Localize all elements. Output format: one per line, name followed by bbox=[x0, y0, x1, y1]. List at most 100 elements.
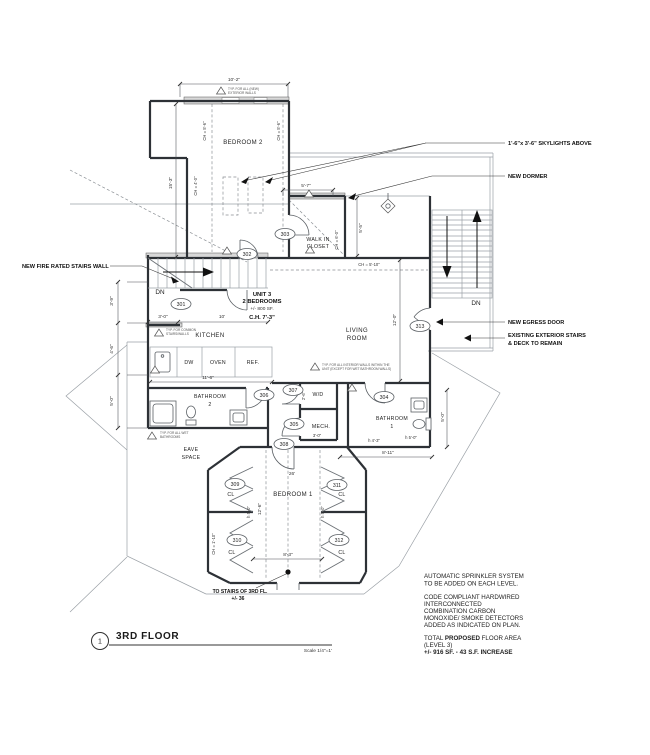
unit-info-block: UNIT 3 2 BEDROOMS +/- 800 SF. C.H. 7'-3" bbox=[243, 292, 282, 321]
svg-text:1'-6"x 3'-6" SKYLIGHTS ABOVE: 1'-6"x 3'-6" SKYLIGHTS ABOVE bbox=[508, 141, 592, 147]
room-tag-311: 311 bbox=[326, 479, 348, 491]
svg-text:+/- 36: +/- 36 bbox=[232, 596, 245, 602]
dim-ch-1-10: CH = 1'-10" bbox=[211, 533, 216, 555]
wall-type-triangle-icon bbox=[346, 383, 358, 392]
room-label-living-2: ROOM bbox=[347, 336, 367, 342]
room-tag-304: 304 bbox=[373, 391, 395, 403]
dim-8-3: 8'-3" bbox=[283, 552, 293, 558]
annotation-fire-rated-wall: NEW FIRE RATED STAIRS WALL bbox=[22, 264, 179, 284]
dim-mech-3-0: 3'-0" bbox=[313, 433, 322, 438]
svg-text:305: 305 bbox=[290, 422, 299, 428]
note-detector-4: MONOXIDE/ SMOKE DETECTORS bbox=[424, 615, 523, 622]
room-tags: 301 302 303 304 305 306 307 308 309 310 … bbox=[170, 228, 431, 546]
dim-10: 10' bbox=[219, 314, 225, 320]
drawing-number-bubble bbox=[91, 632, 109, 650]
annotation-existing-stairs: EXISTING EXTERIOR STAIRS & DECK TO REMAI… bbox=[464, 333, 586, 347]
room-tag-301: 301 bbox=[170, 298, 192, 310]
note-area-3: +/- 916 SF. - 43 S.F. INCREASE bbox=[424, 649, 513, 656]
drawing-scale: Scale 1/4"=1' bbox=[304, 648, 332, 654]
svg-text:NEW EGRESS DOOR: NEW EGRESS DOOR bbox=[508, 320, 564, 326]
dashed-lines bbox=[69, 104, 428, 580]
room-tag-306: 306 bbox=[253, 389, 275, 401]
exterior-stair-dn-label: DN bbox=[471, 300, 481, 307]
drawing-number: 1 bbox=[98, 639, 102, 646]
refrigerator-label: REF. bbox=[247, 360, 259, 366]
dim-h-5-0-cl-right: h 5'-0" bbox=[320, 506, 325, 518]
dishwasher-label: DW bbox=[184, 360, 193, 366]
stair-dn-label: DN bbox=[155, 289, 165, 296]
toilet-bath1 bbox=[412, 419, 426, 429]
kitchen-counter: DW OVEN REF. bbox=[149, 346, 273, 378]
svg-text:310: 310 bbox=[233, 538, 242, 544]
svg-text:312: 312 bbox=[335, 538, 344, 544]
room-label-mech: MECH. bbox=[312, 424, 330, 430]
annotation-new-egress-door: NEW EGRESS DOOR bbox=[436, 318, 564, 326]
stair-direction-arrow-icon bbox=[203, 267, 214, 277]
walls bbox=[146, 99, 432, 585]
svg-text:307: 307 bbox=[289, 388, 298, 394]
svg-text:308: 308 bbox=[280, 442, 289, 448]
wall-type-triangle-icon bbox=[304, 245, 316, 254]
annotations: 1'-6"x 3'-6" SKYLIGHTS ABOVE NEW DORMER … bbox=[22, 141, 592, 602]
room-labels: BEDROOM 2 WALK IN CLOSET KITCHEN LIVING … bbox=[182, 140, 408, 556]
room-tag-307: 307 bbox=[282, 384, 304, 396]
unit-number: UNIT 3 bbox=[253, 292, 272, 298]
closet-label-312: CL bbox=[338, 550, 345, 556]
wall-note-exterior-1: TYP. FOR ALL (NEW) bbox=[228, 87, 259, 91]
svg-text:309: 309 bbox=[231, 482, 240, 488]
room-tag-305: 305 bbox=[283, 418, 305, 430]
annotation-to-stairs: TO STAIRS OF 3RD FL. +/- 36 bbox=[213, 569, 291, 602]
unit-ceiling-height: C.H. 7'-3" bbox=[249, 315, 275, 321]
svg-text:NEW DORMER: NEW DORMER bbox=[508, 174, 547, 180]
wall-type-symbols: TYP. FOR ALL (NEW) EXTERIOR WALLS TYP. F… bbox=[146, 86, 396, 440]
note-detector-5: ADDED AS INDICATED ON PLAN. bbox=[424, 622, 521, 629]
fixtures bbox=[149, 397, 432, 431]
dim-h-4-3: h 4'-3" bbox=[368, 438, 380, 443]
dim-2-6: 2'-6" bbox=[301, 391, 306, 400]
closet-label-310: CL bbox=[228, 550, 235, 556]
stair-point-dot bbox=[285, 569, 291, 575]
dim-5-0-right: 5'-0" bbox=[440, 412, 446, 422]
dim-ch-5-6-b: CH = 5'-6" bbox=[276, 121, 281, 141]
drawing-title: 3RD FLOOR bbox=[116, 631, 179, 642]
svg-text:302: 302 bbox=[243, 252, 252, 258]
dim-3-9: 3'-9" bbox=[109, 296, 115, 306]
dim-3-0: 3'-0" bbox=[158, 314, 168, 320]
note-area-2: (LEVEL 3) bbox=[424, 642, 452, 649]
dim-4-6: 4'-6" bbox=[109, 344, 115, 354]
svg-text:& DECK TO REMAIN: & DECK TO REMAIN bbox=[508, 341, 562, 347]
dimension-texts: 10'-2" 15'-3" CH = 4'-0" CH = 5'-6" CH =… bbox=[109, 77, 446, 558]
wall-type-triangle-icon bbox=[215, 86, 227, 95]
note-sprinkler-1: AUTOMATIC SPRINKLER SYSTEM bbox=[424, 573, 524, 580]
dim-ch-4-0: CH = 4'-0" bbox=[193, 176, 198, 196]
annotation-new-dormer: NEW DORMER bbox=[348, 174, 547, 200]
title-block: 1 3RD FLOOR Scale 1/4"=1' bbox=[91, 631, 332, 654]
attic-access-diamond-icon bbox=[380, 193, 396, 214]
skylight-2 bbox=[247, 176, 264, 214]
wall-note-interior-2: UNIT (EXCEPT FOR WET BATHROOM WALLS) bbox=[322, 367, 391, 371]
svg-text:NEW FIRE RATED STAIRS WALL: NEW FIRE RATED STAIRS WALL bbox=[22, 264, 109, 270]
dim-12-6: 12'-6" bbox=[257, 503, 263, 516]
dim-15-3: 15'-3" bbox=[168, 177, 174, 190]
unit-bedrooms: 2 BEDROOMS bbox=[243, 299, 282, 305]
room-label-eave-1: EAVE bbox=[184, 447, 199, 453]
wall-type-triangle-icon bbox=[309, 362, 321, 371]
stairs-down-arrow-icon bbox=[442, 266, 452, 278]
room-label-bath2-1: BATHROOM bbox=[194, 394, 226, 400]
room-tag-313: 313 bbox=[409, 320, 431, 332]
annotation-skylights: 1'-6"x 3'-6" SKYLIGHTS ABOVE bbox=[241, 141, 592, 184]
toilet-bath2 bbox=[186, 405, 196, 419]
roof-outlines bbox=[65, 152, 501, 613]
dim-ch-6-0: CH = 6'-0" bbox=[334, 230, 339, 250]
wall-note-common-2: STAIRS/WALLS bbox=[166, 332, 189, 336]
wall-note-common-1: TYP. FOR COMMON bbox=[166, 328, 197, 332]
dim-12-0: 12'-0" bbox=[392, 314, 398, 327]
closet-label-309: CL bbox=[227, 492, 234, 498]
wall-note-wet-2: BATHROOMS bbox=[160, 435, 180, 439]
dim-8-11: 8'-11" bbox=[382, 450, 394, 456]
doors bbox=[226, 214, 431, 590]
room-label-bath2-2: 2 bbox=[208, 402, 211, 408]
unit-area: +/- 800 SF. bbox=[250, 306, 273, 312]
wall-type-triangle-icon bbox=[221, 246, 233, 255]
